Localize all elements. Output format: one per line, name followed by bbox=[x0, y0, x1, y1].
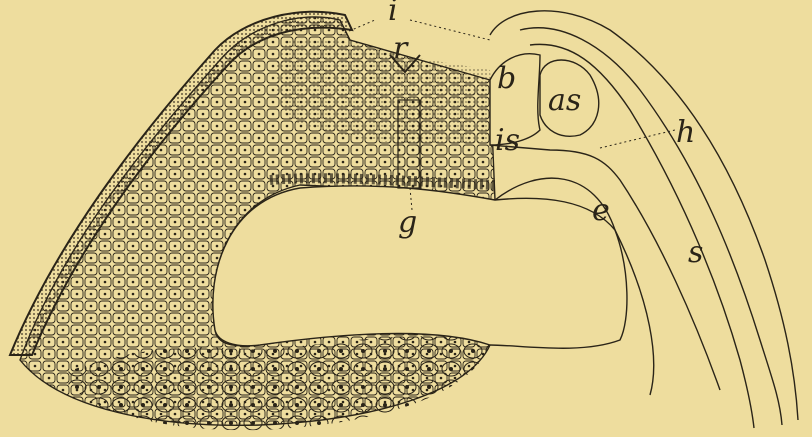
label-is: is bbox=[495, 123, 520, 158]
label-r: r bbox=[393, 31, 409, 66]
notochord-column bbox=[398, 100, 420, 188]
label-g: g bbox=[398, 205, 417, 240]
label-as: as bbox=[548, 83, 581, 118]
central-cavity bbox=[213, 186, 627, 348]
label-i: i bbox=[388, 0, 398, 28]
label-h: h bbox=[676, 115, 695, 150]
label-b: b bbox=[497, 61, 516, 96]
label-e: e bbox=[592, 193, 610, 228]
label-s: s bbox=[688, 235, 703, 270]
